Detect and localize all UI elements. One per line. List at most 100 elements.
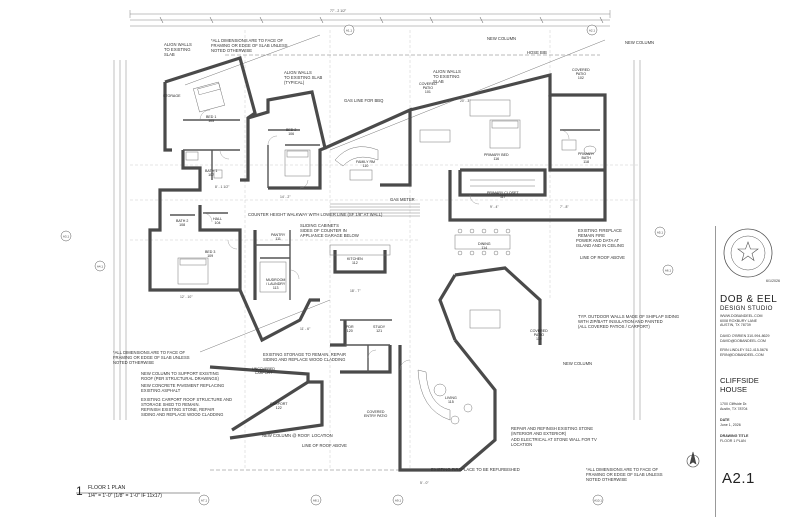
- callout-align-walls-2: ALIGN WALLS TO EXISTING SLAB (TYPICAL): [284, 70, 323, 85]
- callout-new-fireplace: EXISTING FIREPLACE REMAIN FIRE: [578, 228, 622, 238]
- room-label-bed-3: BED 3 109: [205, 250, 216, 258]
- date-label: DATE: [720, 418, 730, 422]
- overall-dimensions: [113, 10, 641, 420]
- dim-overall-top: 77' - 2 1/2": [330, 9, 347, 13]
- project-address: 1700 Cliffside Dr. Austin, TX 78704: [720, 402, 748, 411]
- dimension-strings: 77' - 2 1/2" 8' - 1 1/2" 14' - 2" 9' - 4…: [180, 9, 569, 485]
- furniture: [177, 81, 597, 425]
- room-label-primary-bed: PRIMARY BED 116: [484, 153, 509, 161]
- room-label-covered-patio-3: COVERED PATIO 119: [530, 329, 548, 341]
- dim-f: 20' - 3": [460, 99, 471, 103]
- svg-text:A10.1: A10.1: [594, 499, 602, 503]
- general-note-top: *ALL DIMENSIONS ARE TO FACE OF FRAMING O…: [211, 38, 288, 53]
- interior-walls: [170, 119, 600, 372]
- callout-fireplace: EXISTING FIREPLACE TO BE REFURBISHED: [431, 467, 520, 472]
- dim-h: 11' - 6": [300, 327, 311, 331]
- door-swings: [199, 109, 570, 371]
- room-label-storage: STORAGE: [163, 94, 181, 98]
- svg-text:A4.1: A4.1: [97, 265, 104, 269]
- section-marker: A5.1: [654, 226, 666, 238]
- section-marker: A10.1: [592, 494, 604, 506]
- section-marker: A8.1: [310, 494, 322, 506]
- callout-align-walls-3: ALIGN WALLS TO EXISTING SLAB: [433, 69, 461, 84]
- dim-d: 12' - 10": [180, 295, 193, 299]
- room-label-family-rm: FAMILY RM 110: [356, 160, 376, 168]
- room-label-primary-bath: PRIMARY BATH 118: [578, 152, 595, 164]
- section-marker: A1.1: [343, 24, 355, 36]
- dimension-ticks: [159, 16, 604, 24]
- sheet-number: A2.1: [722, 470, 755, 487]
- section-marker: A9.1: [392, 494, 404, 506]
- room-label-living: LIVING 115: [445, 396, 457, 404]
- dim-a: 8' - 1 1/2": [215, 185, 230, 189]
- svg-text:A1.1: A1.1: [346, 29, 353, 33]
- stairs: [330, 203, 420, 217]
- callout-hose-bib: HOSE BIB: [527, 50, 547, 55]
- drawing-number: 1: [76, 484, 83, 498]
- callout-outdoor-wall: TYP. OUTDOOR WALLS MADE OF SHIPLAP SIDIN…: [578, 314, 680, 329]
- section-marker: A2.1: [586, 24, 598, 36]
- callout-new-column-right: NEW COLUMN: [563, 361, 593, 366]
- callout-new-column-top2: NEW COLUMN: [625, 40, 655, 45]
- callout-stone: REPAIR AND REFINISH EXISTING STONE (INTE…: [511, 426, 593, 436]
- callout-line-of-roof-bottom: LINE OF ROOF ABOVE: [302, 443, 347, 448]
- drawing-title-value: FLOOR 1 PLAN: [720, 439, 746, 443]
- svg-text:A3.1: A3.1: [63, 235, 70, 239]
- callout-new-column-at: NEW COLUMN @ ROOF. LOCATION: [262, 433, 333, 438]
- general-note-bottom: *ALL DIMENSIONS ARE TO FACE OF FRAMING O…: [586, 467, 663, 482]
- section-markers: A1.1 A2.1 A3.1 A4.1 A5.1 A6.1 A7.1 A8.1 …: [60, 24, 674, 506]
- date-value: June 1, 2026: [720, 423, 741, 427]
- callout-line-of-roof: LINE OF ROOF ABOVE: [580, 255, 625, 260]
- room-label-dining: DINING 114: [478, 242, 491, 250]
- svg-text:A5.1: A5.1: [657, 231, 664, 235]
- general-note-left: *ALL DIMENSIONS ARE TO FACE OF FRAMING O…: [113, 350, 190, 365]
- section-marker: A3.1: [60, 230, 72, 242]
- callout-new-concrete: NEW CONCRETE PAVEMENT REPLACING EXISTING…: [141, 383, 225, 393]
- room-label-uncovered-carport: UNCOVERED CARPORT: [252, 367, 275, 375]
- room-label-kitchen: KITCHEN 112: [347, 257, 363, 265]
- section-marker: A6.1: [662, 264, 674, 276]
- callout-new-column-support: NEW COLUMN TO SUPPORT EXISTING ROOF (PER…: [141, 371, 219, 381]
- section-marker: A7.1: [198, 494, 210, 506]
- contact-erin: ERIN LINDLEY 512-415-5676 ERIN@DOBANDEEL…: [720, 348, 768, 357]
- room-label-carport: CARPORT 122: [270, 402, 288, 410]
- roof-lines: [184, 34, 606, 471]
- callout-power: POWER AND DATA AT ISLAND AND IN CEILING: [576, 238, 625, 248]
- room-label-bed-1: BED 1 105: [206, 115, 217, 123]
- callout-electrical: ADD ELECTRICAL AT STONE WALL FOR TV LOCA…: [511, 437, 597, 447]
- callout-gas-meter: GAS METER: [390, 197, 415, 202]
- contact-david: DAVID O'BRIEN 310-994-8629 DAVID@DOBANDE…: [720, 334, 770, 343]
- section-marker: A4.1: [94, 260, 106, 272]
- firm-name: DOB & EEL: [720, 294, 778, 305]
- svg-text:A7.1: A7.1: [201, 499, 208, 503]
- callout-carport: EXISTING CARPORT ROOF STRUCTURE AND STOR…: [141, 397, 233, 417]
- north-arrow-icon: [686, 451, 700, 468]
- callout-gas-line: GAS LINE FOR BBQ: [344, 98, 384, 103]
- drawing-title: FLOOR 1 PLAN: [88, 485, 126, 491]
- seal-date: 6/1/2026: [766, 279, 780, 283]
- drawing-title-label: DRAWING TITLE: [720, 434, 749, 438]
- callout-counter: COUNTER HEIGHT WALKWAY WITH LOWER LINE (…: [248, 212, 383, 217]
- room-label-covered-patio-2: COVERED PATIO 102: [572, 68, 590, 80]
- room-label-pantry: PANTRY 111: [271, 233, 286, 241]
- callout-new-column-top: NEW COLUMN: [487, 36, 517, 41]
- room-label-bed-2: BED 2 106: [286, 128, 297, 136]
- svg-text:A2.1: A2.1: [589, 29, 596, 33]
- callout-align-walls-1: ALIGN WALLS TO EXISTING SLAB: [164, 42, 192, 57]
- callout-appliance: SLIDING CABINETS SIDES OF COUNTER IN APP…: [300, 223, 359, 238]
- project-name: CLIFFSIDE HOUSE: [720, 376, 759, 394]
- room-label-mudroom: MUDROOM / LAUNDRY 113: [266, 278, 286, 290]
- svg-text:A9.1: A9.1: [395, 499, 402, 503]
- firm-subtitle: DESIGN STUDIO: [720, 305, 773, 312]
- drawing-scale: 1/4" = 1'-0" (1/8" = 1'-0" IF 11x17): [88, 493, 162, 499]
- room-label-primary-closet: PRIMARY CLOSET 117: [487, 191, 519, 199]
- architect-seal: [723, 228, 773, 278]
- room-label-covered-entry: COVERED ENTRY PATIO: [364, 410, 388, 418]
- svg-text:A6.1: A6.1: [665, 269, 672, 273]
- room-label-bath-1: BATH 1 107: [205, 169, 218, 177]
- room-label-powder: PDR 120: [346, 325, 354, 333]
- room-label-hall: HALL 104: [213, 217, 222, 225]
- svg-text:A8.1: A8.1: [313, 499, 320, 503]
